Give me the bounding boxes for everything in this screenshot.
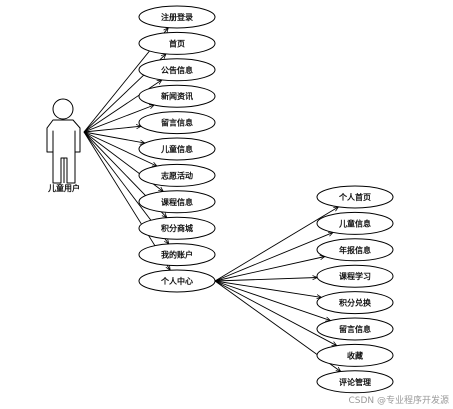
- use-case-ellipse[interactable]: [138, 137, 216, 161]
- use-case-label: 个人中心: [160, 276, 193, 286]
- watermark-text: CSDN @专业程序开发源: [348, 396, 449, 406]
- use-case-8[interactable]: 课程信息: [138, 190, 216, 214]
- sub-use-case-label: 年报信息: [339, 245, 371, 255]
- sub-use-case-line-3: [214, 257, 325, 282]
- sub-use-case-7[interactable]: 收藏: [316, 343, 394, 367]
- use-case-label: 留言信息: [161, 118, 193, 128]
- sub-use-case-5[interactable]: 积分兑换: [316, 291, 394, 315]
- use-case-11[interactable]: 个人中心: [138, 269, 216, 293]
- use-case-4[interactable]: 新闻资讯: [138, 84, 216, 108]
- sub-use-case-4[interactable]: 课程学习: [316, 264, 394, 288]
- sub-use-case-ellipse[interactable]: [316, 317, 394, 341]
- use-case-label: 新闻资讯: [161, 91, 193, 101]
- use-case-label: 首页: [169, 38, 185, 48]
- sub-use-case-ellipse[interactable]: [316, 291, 394, 315]
- association-lines: [83, 28, 341, 372]
- sub-use-case-label: 儿童信息: [338, 218, 371, 228]
- use-case-2[interactable]: 首页: [138, 31, 216, 55]
- use-case-line-5: [83, 126, 141, 133]
- sub-use-case-label: 评论管理: [339, 377, 371, 387]
- sub-use-case-line-2: [214, 232, 333, 282]
- sub-use-case-line-1: [214, 207, 339, 282]
- use-case-ellipse[interactable]: [138, 216, 216, 240]
- use-case-6[interactable]: 儿童信息: [138, 137, 216, 161]
- sub-use-case-line-5: [214, 280, 322, 297]
- sub-use-case-label: 课程学习: [339, 271, 371, 281]
- sub-use-case-ellipse[interactable]: [316, 370, 394, 394]
- sub-use-case-label: 留言信息: [339, 324, 371, 334]
- sub-use-case-ellipse[interactable]: [316, 211, 394, 235]
- use-case-ellipse[interactable]: [138, 269, 216, 293]
- use-case-label: 注册登录: [161, 12, 193, 22]
- use-case-ellipse[interactable]: [138, 243, 216, 267]
- sub-use-case-8[interactable]: 评论管理: [316, 370, 394, 394]
- use-case-9[interactable]: 积分商城: [138, 216, 216, 240]
- use-case-label: 课程信息: [161, 197, 193, 207]
- use-case-3[interactable]: 公告信息: [138, 58, 216, 82]
- sub-use-case-1[interactable]: 个人首页: [316, 185, 394, 209]
- use-case-ellipse[interactable]: [138, 163, 216, 187]
- use-case-label: 我的账户: [161, 250, 193, 260]
- sub-use-case-ellipse[interactable]: [316, 343, 394, 367]
- use-case-ellipse[interactable]: [138, 31, 216, 55]
- sub-use-case-ellipse[interactable]: [316, 185, 394, 209]
- use-case-ellipse[interactable]: [138, 84, 216, 108]
- use-case-label: 志愿活动: [161, 170, 193, 180]
- use-case-ellipse[interactable]: [138, 190, 216, 214]
- use-case-7[interactable]: 志愿活动: [138, 163, 216, 187]
- actor-user-icon: [46, 98, 81, 184]
- sub-use-case-label: 积分兑换: [339, 298, 372, 308]
- sub-use-case-line-7: [214, 280, 337, 346]
- sub-use-case-label: 收藏: [347, 350, 363, 360]
- use-case-ellipse[interactable]: [138, 111, 216, 135]
- sub-use-case-label: 个人首页: [338, 192, 371, 202]
- sub-use-case-ellipse[interactable]: [316, 238, 394, 262]
- sub-use-case-line-6: [214, 280, 331, 321]
- use-case-label: 儿童信息: [160, 144, 193, 154]
- use-case-1[interactable]: 注册登录: [138, 5, 216, 29]
- sub-use-case-line-4: [214, 278, 317, 282]
- use-case-group: 注册登录首页公告信息新闻资讯留言信息儿童信息志愿活动课程信息积分商城我的账户个人…: [138, 5, 216, 293]
- use-case-label: 积分商城: [161, 223, 193, 233]
- use-case-ellipse[interactable]: [138, 5, 216, 29]
- use-case-10[interactable]: 我的账户: [138, 243, 216, 267]
- sub-use-case-2[interactable]: 儿童信息: [316, 211, 394, 235]
- actor-label: 儿童用户: [47, 183, 80, 193]
- use-case-label: 公告信息: [161, 65, 193, 75]
- use-case-5[interactable]: 留言信息: [138, 111, 216, 135]
- use-case-line-4: [83, 105, 154, 133]
- use-case-line-7: [83, 131, 157, 167]
- sub-use-case-6[interactable]: 留言信息: [316, 317, 394, 341]
- sub-use-case-ellipse[interactable]: [316, 264, 394, 288]
- sub-use-case-3[interactable]: 年报信息: [316, 238, 394, 262]
- use-case-line-6: [83, 131, 145, 143]
- use-case-ellipse[interactable]: [138, 58, 216, 82]
